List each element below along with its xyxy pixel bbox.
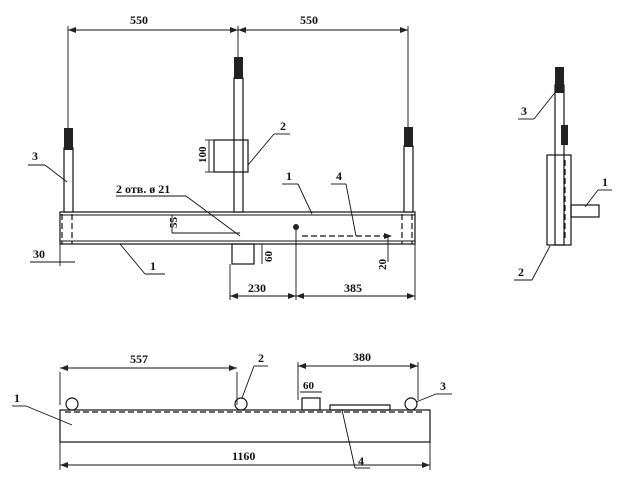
- dim-30: 30: [33, 247, 45, 261]
- lower-plate: [231, 243, 255, 265]
- arrow: [230, 293, 238, 299]
- left-rod-thread: [64, 128, 73, 150]
- dim-557: 557: [130, 352, 148, 366]
- callout-1-front-right: 1: [286, 169, 292, 183]
- callout-leader: [297, 183, 313, 215]
- callout-2-front: 2: [280, 119, 286, 133]
- plan-rod-left: [65, 397, 79, 411]
- arrow: [296, 293, 304, 299]
- right-rod-thread: [404, 127, 413, 147]
- right-rod: [403, 145, 414, 213]
- callout-leader: [247, 133, 275, 166]
- arrow: [60, 462, 68, 468]
- side-rod: [554, 84, 565, 246]
- arrow: [229, 365, 237, 371]
- callout-3-side: 3: [521, 104, 527, 118]
- arrow: [288, 293, 296, 299]
- holes-note: 2 отв. ø 21: [116, 182, 170, 196]
- arrow: [422, 462, 430, 468]
- callout-leader: [241, 365, 255, 399]
- callout-leader: [533, 89, 558, 120]
- plan-element-4: [329, 404, 391, 411]
- callout-leader: [119, 243, 146, 275]
- callout-leader: [341, 409, 356, 469]
- callout-leader: [415, 393, 437, 403]
- dim-55: 55: [168, 217, 180, 229]
- side-plate: [546, 154, 572, 246]
- dim-380: 380: [353, 350, 371, 364]
- arrow: [238, 27, 246, 33]
- dim-top-right: 550: [300, 13, 318, 27]
- callout-4-front: 4: [336, 169, 342, 183]
- arrow: [68, 27, 76, 33]
- front-view: 550 550 100 2: [28, 13, 416, 300]
- arrow: [60, 365, 68, 371]
- center-bracket: [213, 139, 249, 173]
- arrow: [298, 363, 306, 369]
- side-view: 3 1 2: [514, 67, 612, 281]
- plan-rod-center: [234, 397, 248, 411]
- dim-385: 385: [344, 281, 362, 295]
- callout-2-plan: 2: [258, 351, 264, 365]
- dim-bracket-height: 100: [197, 146, 209, 163]
- dim-60-plan: 60: [303, 380, 315, 392]
- plan-small-plate: [301, 397, 321, 411]
- plan-beam: [59, 409, 431, 443]
- callout-1-plan: 1: [14, 391, 20, 405]
- callout-1-front-left: 1: [150, 259, 156, 273]
- callout-3-front: 3: [32, 149, 38, 163]
- callout-2-side: 2: [518, 265, 524, 279]
- main-beam: [59, 211, 416, 245]
- dim-230: 230: [248, 281, 266, 295]
- callout-leader: [531, 245, 551, 281]
- side-rod-thread-top: [555, 67, 564, 93]
- holes-leader: [185, 195, 241, 237]
- dim-20: 20: [377, 259, 389, 271]
- center-mark: [293, 224, 299, 230]
- center-rod-thread: [234, 57, 243, 79]
- arrow: [407, 293, 415, 299]
- dim-60-front: 60: [263, 251, 275, 263]
- arrow: [230, 27, 238, 33]
- arrow: [410, 363, 418, 369]
- plan-view: 557 380 60 1160 1 2 3 4: [12, 350, 452, 470]
- left-rod: [63, 147, 74, 213]
- plan-rod-right: [404, 397, 418, 411]
- callout-1-side: 1: [602, 175, 608, 189]
- arrow: [400, 27, 408, 33]
- callout-leader: [584, 189, 599, 208]
- side-flange: [570, 204, 600, 218]
- callout-leader: [44, 164, 68, 183]
- callout-leader: [25, 405, 73, 426]
- dim-1160: 1160: [232, 449, 255, 463]
- center-rod: [233, 77, 244, 213]
- callout-4-plan: 4: [358, 454, 364, 468]
- callout-leader: [345, 183, 357, 237]
- callout-3-plan: 3: [440, 379, 446, 393]
- side-rod-thread-mid: [561, 125, 568, 145]
- dim-top-left: 550: [130, 13, 148, 27]
